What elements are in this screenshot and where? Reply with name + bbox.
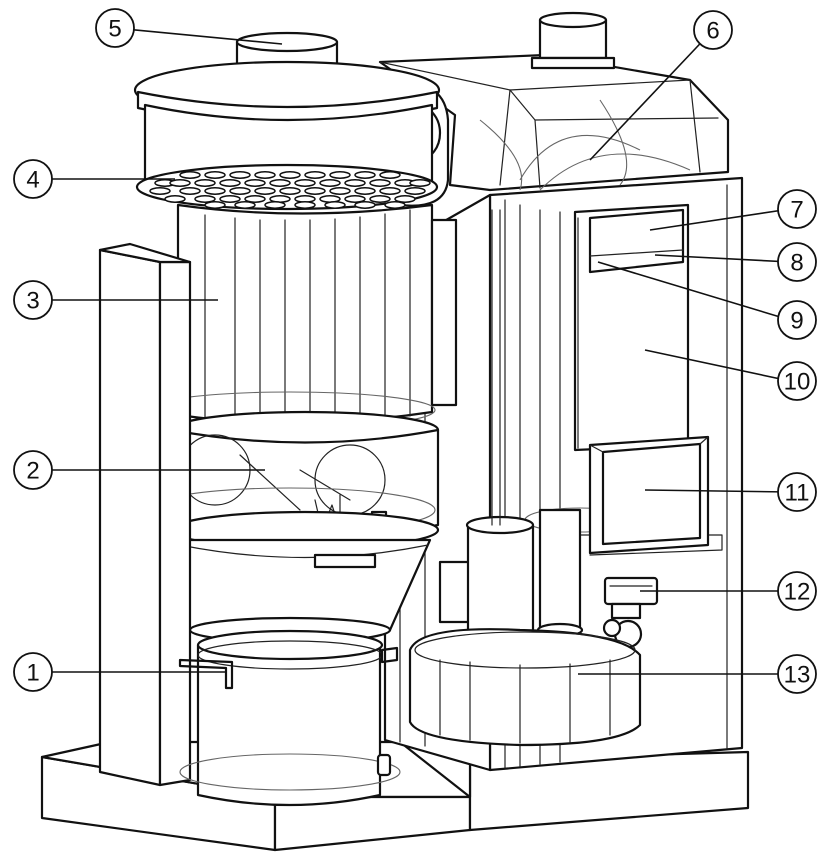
tube-sheet-hole: [354, 171, 376, 179]
tube-sheet-hole: [319, 179, 341, 187]
hopper: [173, 538, 432, 644]
callout-4-label: 4: [26, 167, 39, 194]
callout-1-label: 1: [26, 660, 39, 687]
tube-sheet-hole: [369, 179, 391, 187]
tube-sheet-hole: [354, 187, 376, 195]
tube-sheet-hole: [304, 187, 326, 195]
tube-sheet-hole: [219, 195, 241, 203]
callout-10: 10: [777, 361, 817, 401]
callout-2-label: 2: [26, 458, 39, 485]
leader-lines: [36, 27, 791, 675]
tube-sheet-hole: [234, 201, 256, 209]
callout-3-label: 3: [26, 288, 39, 315]
callout-12: 12: [777, 571, 817, 611]
callout-7-label: 7: [790, 197, 803, 224]
tube-sheet-hole: [169, 179, 191, 187]
dust-bin: [178, 629, 401, 807]
callout-11-label: 11: [785, 480, 810, 507]
tube-sheet-hole: [269, 179, 291, 187]
tube-sheet-hole: [369, 195, 391, 203]
fan-hood: [378, 11, 730, 192]
tube-sheet-hole: [404, 187, 426, 195]
callout-2: 2: [13, 450, 53, 490]
support-leg: [98, 242, 192, 787]
tube-sheet-hole: [229, 187, 251, 195]
tube-sheet-hole: [254, 187, 276, 195]
tube-sheet-hole: [219, 179, 241, 187]
tube-sheet-hole: [179, 171, 201, 179]
tube-sheet-hole: [379, 171, 401, 179]
tube-sheet-hole: [344, 195, 366, 203]
tube-sheet-hole: [379, 187, 401, 195]
tube-sheet-hole: [194, 195, 216, 203]
tube-sheet-hole: [304, 171, 326, 179]
tube-sheet-hole: [329, 187, 351, 195]
callout-13-label: 13: [784, 662, 811, 689]
tube-sheet-hole: [204, 187, 226, 195]
tube-sheet-hole: [149, 187, 171, 195]
tube-sheet-hole: [164, 195, 186, 203]
callout-1: 1: [13, 652, 53, 692]
tube-sheet-hole: [344, 179, 366, 187]
electrical-box: [588, 435, 710, 555]
callout-10-label: 10: [784, 369, 811, 396]
tube-sheet-hole: [409, 179, 431, 187]
tube-sheet-hole: [204, 201, 226, 209]
tube-sheet-hole: [294, 201, 316, 209]
tube-sheet-hole: [254, 171, 276, 179]
tube-sheet-hole: [279, 171, 301, 179]
callout-11: 11: [777, 472, 817, 512]
callout-7: 7: [777, 189, 817, 229]
callout-9: 9: [777, 300, 817, 340]
callout-9-label: 9: [790, 308, 803, 335]
tube-sheet-hole: [244, 195, 266, 203]
callout-13: 13: [777, 654, 817, 694]
tube-sheet-hole: [394, 195, 416, 203]
tube-sheet-hole: [354, 201, 376, 209]
tube-sheet-hole: [244, 179, 266, 187]
callout-8: 8: [777, 242, 817, 282]
callout-8-label: 8: [790, 250, 803, 277]
tube-sheet-hole: [229, 171, 251, 179]
callout-4: 4: [13, 159, 53, 199]
tube-sheet-hole: [294, 179, 316, 187]
control-panel: [573, 203, 690, 452]
filter-bags-section: [144, 203, 458, 429]
tube-sheet-hole: [179, 187, 201, 195]
tube-sheet-hole: [324, 201, 346, 209]
tube-sheet-hole: [194, 179, 216, 187]
tube-sheet-hole: [329, 171, 351, 179]
tube-sheet-hole: [279, 187, 301, 195]
callout-6-label: 6: [706, 18, 719, 45]
tube-sheet-holes: [149, 171, 431, 209]
callout-5: 5: [95, 8, 135, 48]
callout-6: 6: [693, 10, 733, 50]
tube-sheet-hole: [384, 201, 406, 209]
callout-5-label: 5: [108, 16, 121, 43]
pressure-gauge-valve: [602, 576, 659, 649]
tube-sheet-hole: [204, 171, 226, 179]
tube-sheet-hole: [264, 201, 286, 209]
callout-12-label: 12: [784, 579, 811, 606]
impeller-housing: [408, 628, 642, 747]
callout-3: 3: [13, 280, 53, 320]
